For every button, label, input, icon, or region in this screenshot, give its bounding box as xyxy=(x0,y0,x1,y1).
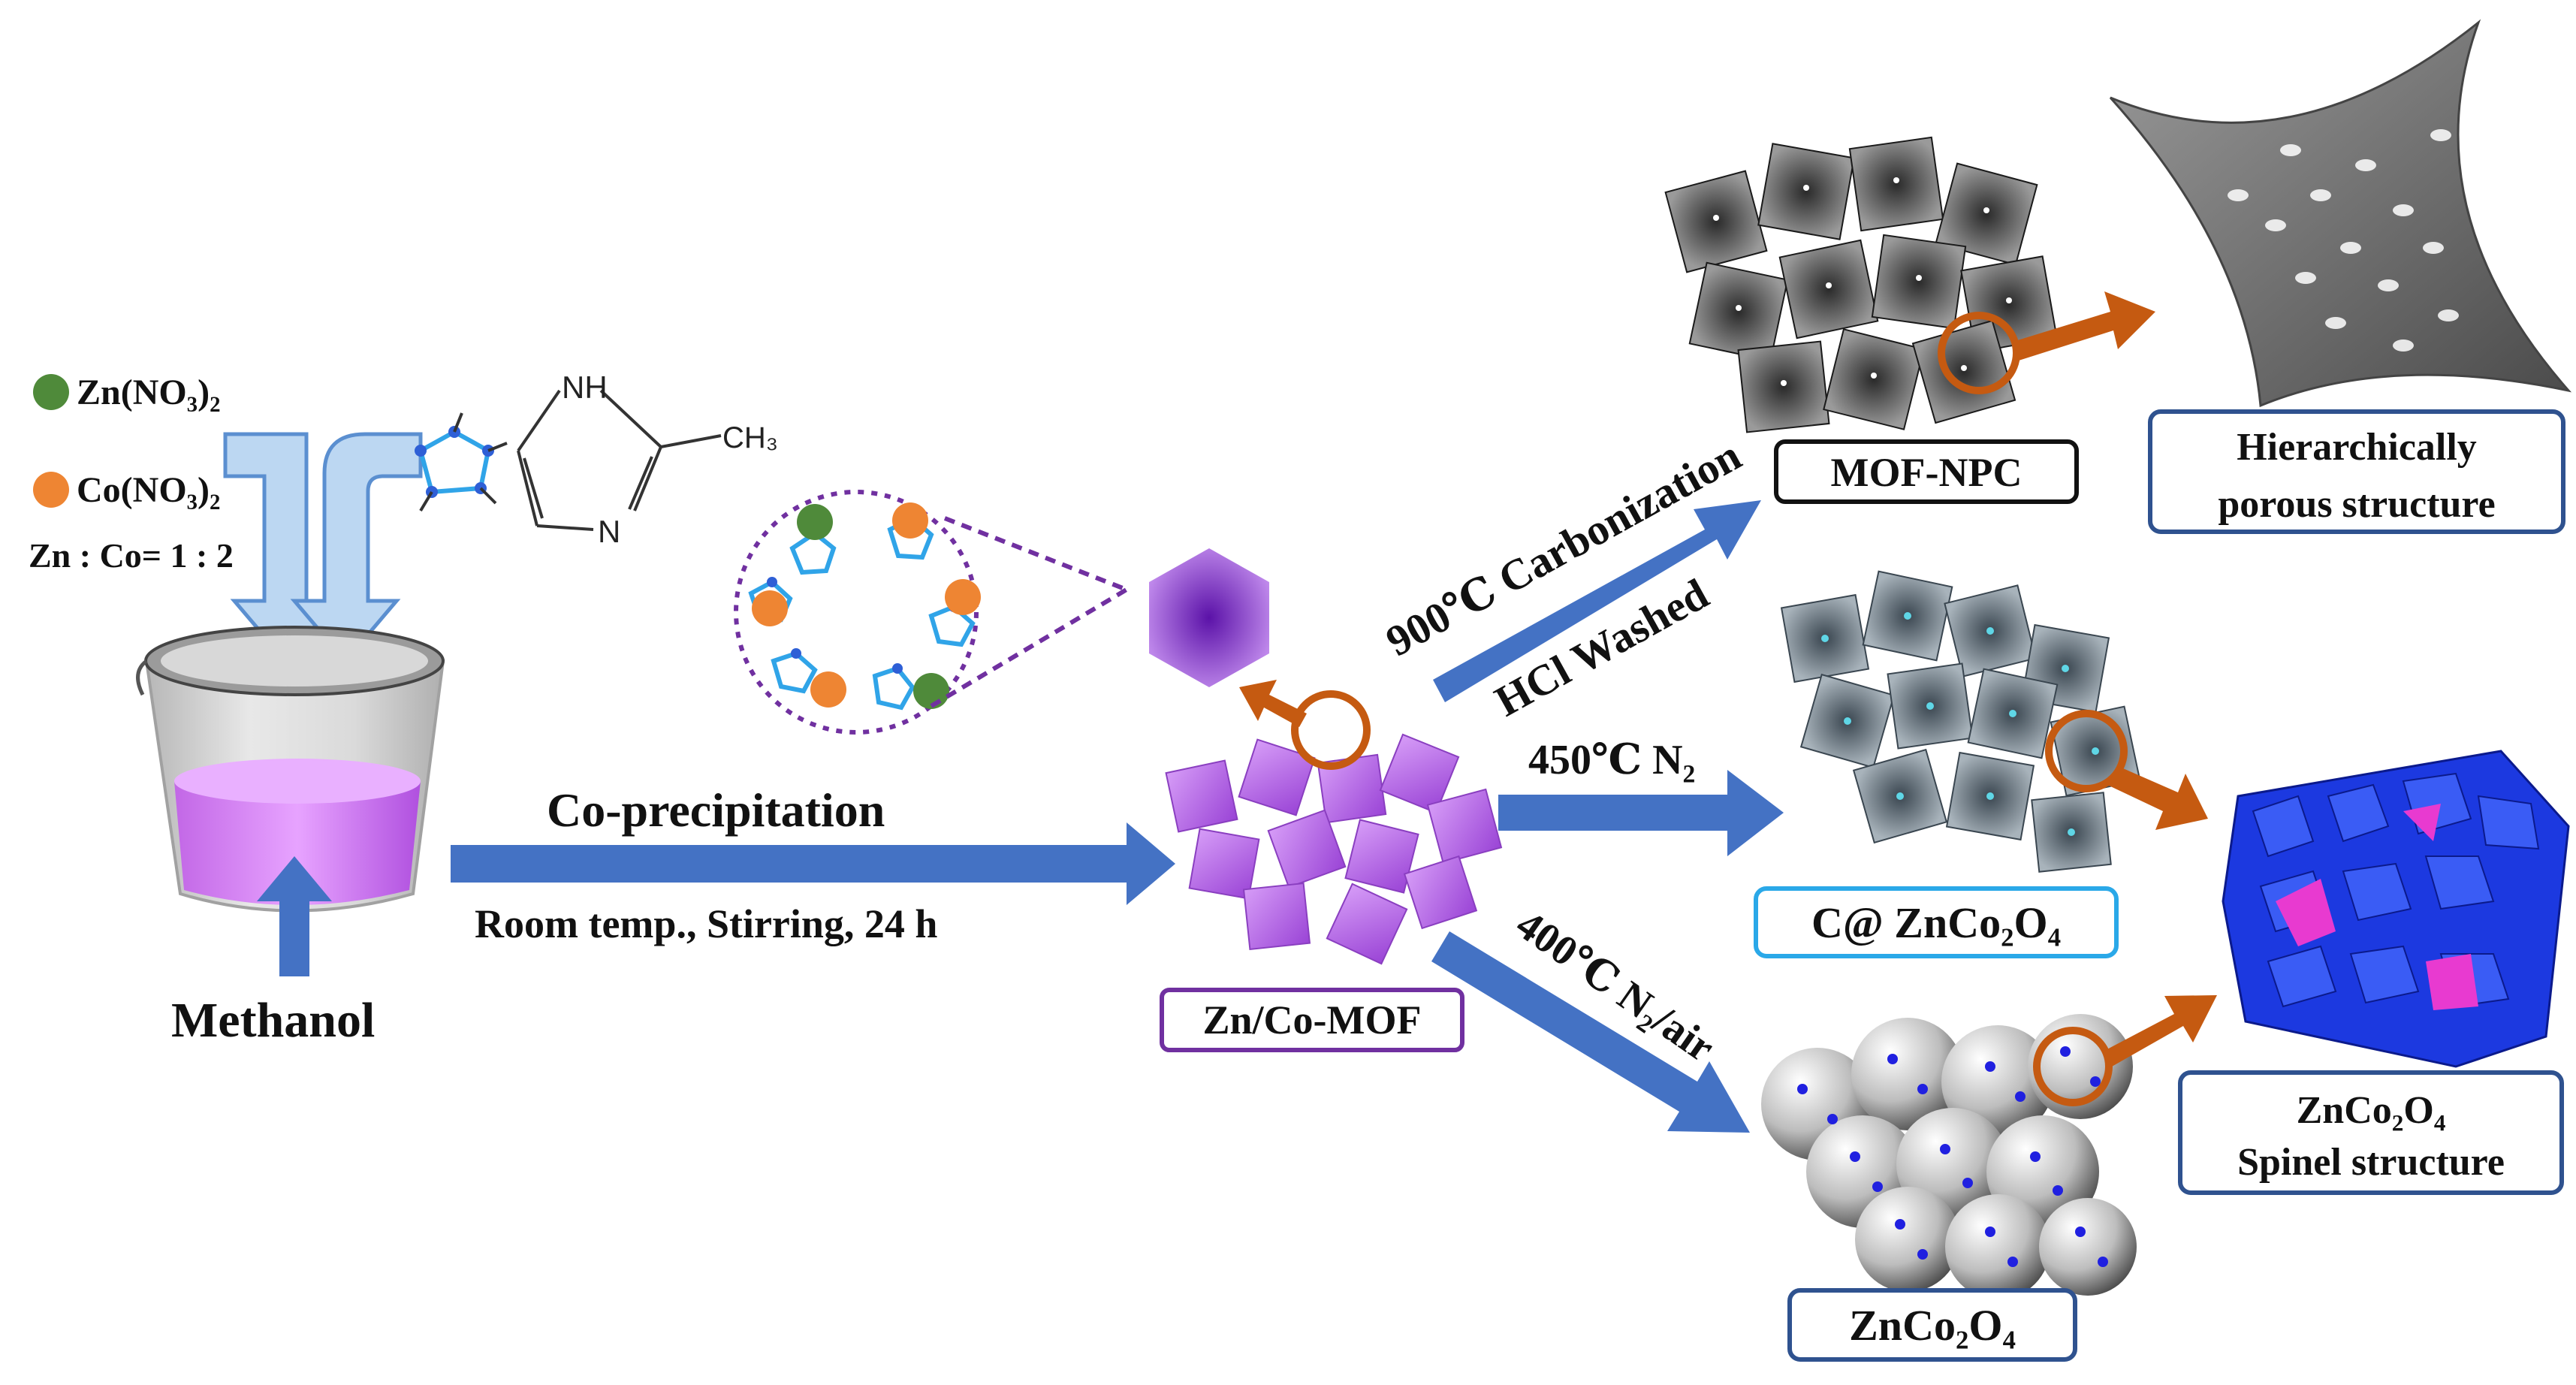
npc-label: MOF-NPC xyxy=(1831,450,2022,495)
ligand-n-label: N xyxy=(598,514,620,549)
porous-structure-image xyxy=(2109,19,2572,408)
mof-npc-image xyxy=(1664,136,2058,433)
c-znco-label-box xyxy=(1754,886,2119,958)
c-znco-zoom-circle-icon xyxy=(2045,710,2128,792)
conditions-label: Room temp., Stirring, 24 h xyxy=(475,901,937,946)
spinel-label-line1: ZnCo₂O₄ xyxy=(2297,1089,2446,1132)
ratio-label: Zn : Co= 1 : 2 xyxy=(29,536,234,575)
imidazole-ring-icon xyxy=(415,412,508,512)
methanol-arrow-icon xyxy=(257,856,332,976)
mof-cubes-cluster xyxy=(1165,733,1503,965)
co-salt-label: Co(NO₃)₂ xyxy=(77,470,220,510)
hier-label-line1: Hierarchically xyxy=(2237,426,2477,469)
npc-label-box xyxy=(1774,439,2079,504)
coprecipitation-label: Co-precipitation xyxy=(547,783,885,837)
n2-450-label: 450℃ N₂ xyxy=(1528,737,1695,783)
c-znco-image xyxy=(1780,570,2141,873)
ligand-nh-label: NH xyxy=(562,370,608,405)
hier-label-box xyxy=(2148,409,2565,534)
mof-zoom-circle-icon xyxy=(1291,690,1371,770)
ligand-ch3-label: CH₃ xyxy=(722,421,778,454)
znco-zoom-circle-icon xyxy=(2033,1027,2113,1106)
n2air-400-arrow-icon xyxy=(1431,931,1750,1133)
znco-label-box xyxy=(1787,1288,2077,1362)
co-dot-icon xyxy=(33,472,69,508)
solvent-label: Methanol xyxy=(171,993,375,1048)
methylimidazole-structure xyxy=(517,389,722,531)
spinel-label-line2: Spinel structure xyxy=(2237,1141,2505,1184)
mof-label-box xyxy=(1160,988,1464,1052)
hier-label-line2: porous structure xyxy=(2218,483,2495,526)
znco-label: ZnCo₂O₄ xyxy=(1849,1301,2016,1350)
mof-crystal-icon xyxy=(1149,548,1269,687)
mof-zoom-arrow-icon xyxy=(1239,680,1307,727)
feed-pipe-icon xyxy=(223,432,423,664)
zif-ring-inset xyxy=(734,490,1128,735)
znco-spheres-image xyxy=(1761,1014,2137,1299)
zn-dot-icon xyxy=(33,374,69,410)
spinel-label-box xyxy=(2178,1070,2564,1195)
zn-salt-label: Zn(NO₃)₂ xyxy=(77,373,220,412)
carbonization-arrow-icon xyxy=(1433,500,1761,702)
beaker-icon xyxy=(136,626,445,913)
coprecipitation-arrow-icon xyxy=(451,822,1175,905)
c-znco-label: C@ ZnCo₂O₄ xyxy=(1811,898,2061,947)
npc-zoom-arrow-icon xyxy=(2013,291,2155,361)
n2-450-arrow-icon xyxy=(1498,770,1784,856)
znco-zoom-arrow-icon xyxy=(2103,995,2217,1067)
mof-label: Zn/Co-MOF xyxy=(1203,997,1422,1043)
spinel-structure-image xyxy=(2222,750,2570,1068)
c-znco-zoom-arrow-icon xyxy=(2107,766,2208,830)
